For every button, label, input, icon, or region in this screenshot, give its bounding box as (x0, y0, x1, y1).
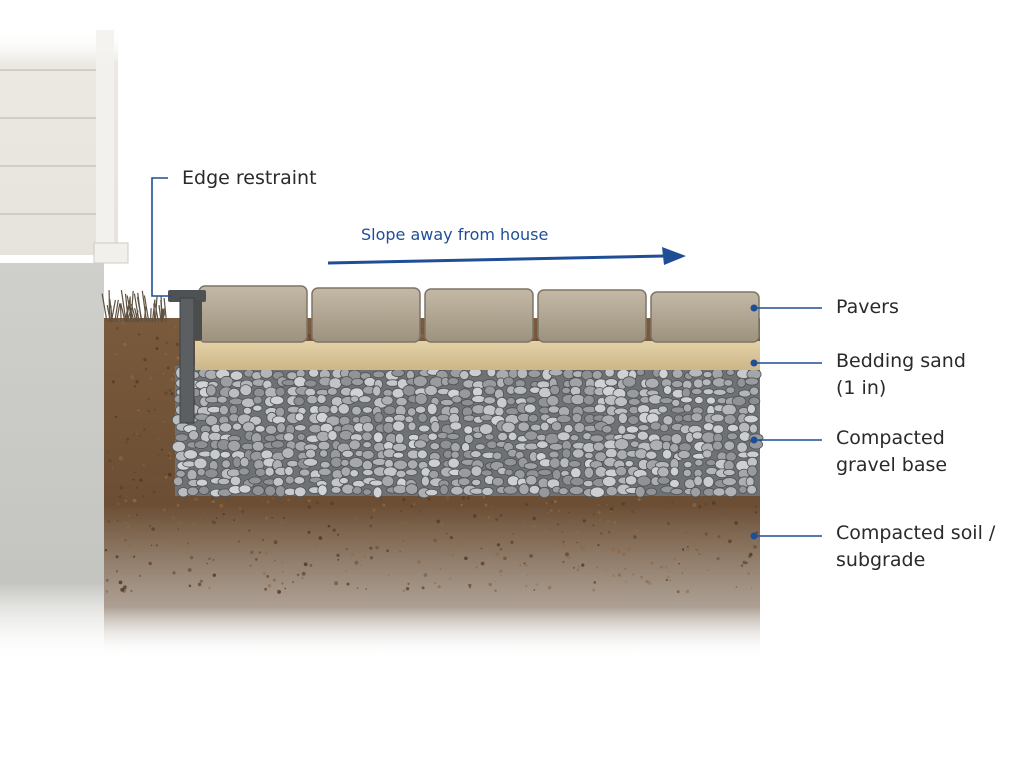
soil-callout (750, 532, 822, 540)
grass-tuft (101, 290, 168, 323)
slope-arrow (327, 247, 686, 265)
gravel-base-label: Compacted gravel base (836, 425, 947, 479)
foundation-wall (0, 263, 104, 663)
paver (650, 291, 760, 343)
paver (537, 289, 647, 343)
gravel-base-text-line2: gravel base (836, 454, 948, 476)
bedding-sand-text: Bedding sand (836, 350, 966, 372)
soil-subgrade-label: Compacted soil / subgrade (836, 520, 995, 574)
bedding-sand-layer (195, 341, 760, 370)
edge-restraint-text: Edge restraint (182, 167, 317, 189)
gravel-callout (750, 436, 822, 444)
paver (424, 288, 534, 343)
house-siding (0, 30, 129, 264)
paver (198, 285, 308, 343)
soil-subgrade-text-line2: subgrade (836, 549, 926, 571)
gravel-base-text-line1: Compacted (836, 427, 945, 449)
bedding-sand-thickness-text: (1 in) (836, 377, 887, 399)
paver-row (198, 285, 760, 343)
pavers-callout (750, 304, 822, 312)
slope-label: Slope away from house (361, 225, 549, 244)
bedding-sand-label: Bedding sand (1 in) (836, 348, 966, 402)
edge-restraint-label: Edge restraint (182, 165, 317, 192)
soil-subgrade-text-line1: Compacted soil / (836, 522, 996, 544)
bedding-sand-callout (750, 359, 822, 367)
gravel-base-layer (171, 366, 764, 499)
pavers-label: Pavers (836, 294, 899, 321)
pavers-text: Pavers (836, 296, 899, 318)
edge-restraint (168, 290, 206, 424)
paver (311, 287, 421, 343)
edge-restraint-callout-line (151, 177, 172, 297)
